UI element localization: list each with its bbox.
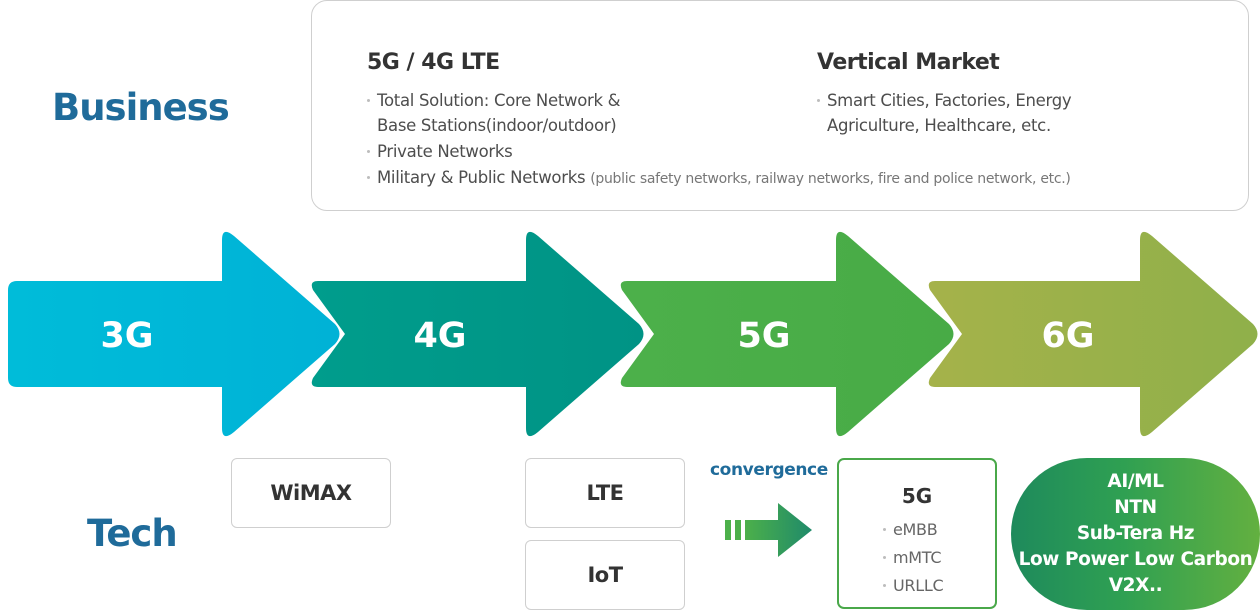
convergence-label: convergence	[710, 460, 828, 480]
list-item-text: Private Networks	[377, 142, 513, 161]
5g-box-title: 5G	[901, 484, 933, 508]
list-item-text: Military & Public Networks	[377, 168, 586, 187]
list-item: Military & Public Networks (public safet…	[367, 165, 1071, 192]
6g-item: Sub-Tera Hz	[1076, 523, 1195, 544]
vertical-market-title: Vertical Market	[817, 50, 1000, 75]
list-item: URLLC	[883, 572, 944, 600]
business-panel: 5G / 4G LTE Total Solution: Core Network…	[311, 0, 1249, 211]
list-item: Private Networks	[367, 139, 1071, 164]
arrow-label-3g: 3G	[100, 316, 153, 356]
lte-label: LTE	[586, 481, 624, 505]
6g-item: Low Power Low Carbon	[1018, 549, 1253, 570]
list-item: Total Solution: Core Network & Base Stat…	[367, 88, 1071, 138]
arrow-label-6g: 6G	[1041, 316, 1094, 356]
list-item-text: Smart Cities, Factories, Energy Agricult…	[827, 91, 1072, 135]
arrow-5g	[620, 231, 954, 437]
6g-item: NTN	[1114, 497, 1157, 518]
arrow-label-4g: 4G	[413, 316, 466, 356]
list-item-text: Total Solution: Core Network & Base Stat…	[377, 91, 621, 135]
list-item: Smart Cities, Factories, Energy Agricult…	[817, 88, 1072, 138]
arrow-label-5g: 5G	[737, 316, 790, 356]
list-item-detail: (public safety networks, railway network…	[590, 171, 1071, 187]
lte-box: LTE	[525, 458, 685, 528]
5g-box: 5G eMBB mMTC URLLC	[837, 458, 997, 609]
6g-item: V2X..	[1108, 575, 1163, 596]
lte-column-title: 5G / 4G LTE	[367, 50, 500, 75]
list-item: mMTC	[883, 544, 943, 572]
6g-tech-blob: AI/ML NTN Sub-Tera Hz Low Power Low Carb…	[1011, 458, 1260, 610]
arrow-3g	[8, 231, 340, 437]
convergence-arrow-icon	[725, 503, 812, 557]
tech-label: Tech	[87, 512, 178, 555]
wimax-label: WiMAX	[270, 481, 352, 505]
list-item: eMBB	[883, 516, 943, 544]
iot-label: IoT	[587, 563, 623, 587]
5g-box-list: eMBB mMTC URLLC	[883, 516, 944, 600]
business-label: Business	[52, 86, 230, 129]
vertical-market-list: Smart Cities, Factories, Energy Agricult…	[817, 88, 1072, 138]
arrow-4g	[311, 231, 644, 437]
lte-column-list: Total Solution: Core Network & Base Stat…	[367, 88, 1071, 192]
arrow-6g	[928, 231, 1258, 437]
6g-item: AI/ML	[1107, 471, 1164, 492]
iot-box: IoT	[525, 540, 685, 610]
wimax-box: WiMAX	[231, 458, 391, 528]
